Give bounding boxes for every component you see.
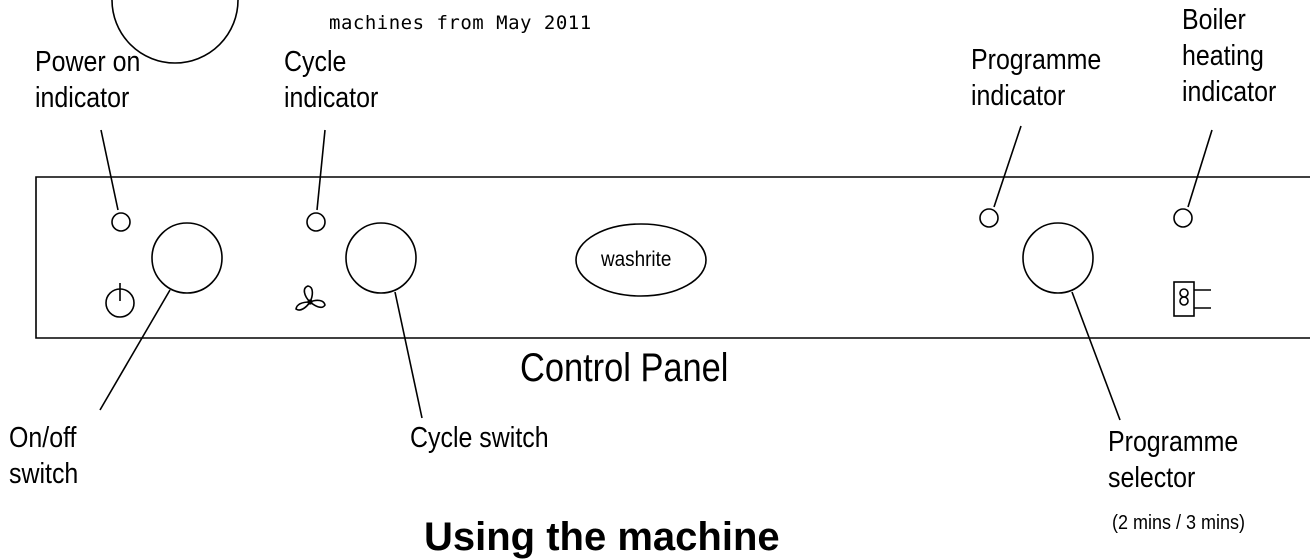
programme-selector-knob bbox=[1022, 222, 1094, 294]
label-line: Programme bbox=[1108, 426, 1239, 458]
programme-indicator-light bbox=[979, 208, 999, 228]
label-boiler-heating-indicator: Boiler heating indicator bbox=[1182, 2, 1276, 110]
cycle-indicator-light bbox=[306, 212, 326, 232]
label-line: heating bbox=[1182, 40, 1264, 72]
label-line: Cycle bbox=[284, 46, 347, 78]
header-note: machines from May 2011 bbox=[329, 12, 592, 34]
label-line: indicator bbox=[35, 82, 130, 114]
label-line: Power on bbox=[35, 46, 141, 78]
cycle-switch-knob bbox=[345, 222, 417, 294]
label-power-on-indicator: Power on indicator bbox=[35, 44, 140, 116]
control-panel-diagram bbox=[35, 0, 1310, 421]
label-cycle-switch: Cycle switch bbox=[410, 422, 549, 454]
leader-cycle-switch bbox=[394, 291, 423, 419]
label-line: indicator bbox=[1182, 76, 1277, 108]
label-line: indicator bbox=[971, 80, 1066, 112]
label-line: Programme bbox=[971, 44, 1102, 76]
power-on-indicator-light bbox=[111, 212, 131, 232]
control-panel-title: Control Panel bbox=[520, 346, 729, 390]
label-line: indicator bbox=[284, 82, 379, 114]
programme-options-note: (2 mins / 3 mins) bbox=[1112, 512, 1246, 534]
label-programme-indicator: Programme indicator bbox=[971, 42, 1101, 114]
leader-programme-indicator bbox=[993, 125, 1022, 208]
section-heading: Using the machine bbox=[424, 515, 780, 559]
leader-power-on-indicator bbox=[100, 129, 119, 211]
label-line: switch bbox=[9, 458, 79, 490]
label-line: On/off bbox=[9, 422, 77, 454]
label-line: selector bbox=[1108, 462, 1196, 494]
boiler-heating-indicator-light bbox=[1173, 208, 1193, 228]
leader-boiler-heating-indicator bbox=[1187, 129, 1213, 208]
control-panel-outline bbox=[35, 176, 1310, 339]
partial-circle-top bbox=[111, 0, 239, 64]
leader-cycle-indicator bbox=[316, 129, 326, 211]
leader-on-off-switch bbox=[99, 289, 171, 411]
label-cycle-indicator: Cycle indicator bbox=[284, 44, 378, 116]
brand-oval bbox=[575, 223, 707, 297]
brand-name: washrite bbox=[601, 248, 672, 271]
label-on-off-switch: On/off switch bbox=[9, 420, 78, 492]
fan-icon bbox=[295, 285, 326, 311]
on-off-switch-knob bbox=[151, 222, 223, 294]
boiler-heating-icon bbox=[1173, 281, 1211, 317]
power-icon bbox=[105, 283, 135, 318]
label-line: Boiler bbox=[1182, 4, 1246, 36]
leader-programme-selector bbox=[1071, 291, 1121, 421]
label-programme-selector: Programme selector bbox=[1108, 424, 1238, 496]
